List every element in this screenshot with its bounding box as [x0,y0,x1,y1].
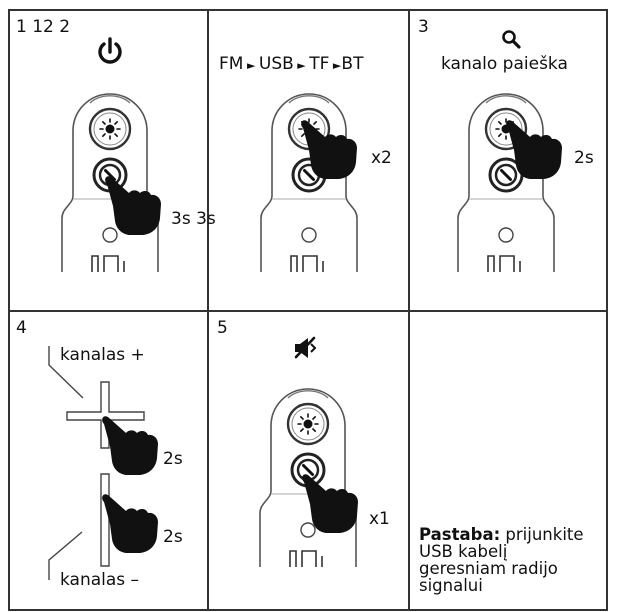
hand-press-icon [102,494,158,553]
leader-lines [48,346,84,580]
panel-2 [261,94,357,272]
panel-4-number: 4 [16,318,27,338]
panel-1-hold-time: 3s 3s [171,209,216,229]
panel-3-number: 3 [418,17,429,37]
search-icon [502,30,521,49]
channel-down-label: kanalas – [60,570,140,590]
usb-cable-note: Pastaba: prijunkite USB kabelį geresniam… [419,526,614,594]
panel-2-press-count: x2 [371,148,392,168]
panel-1 [62,37,161,272]
note-line-2: USB kabelį [419,542,508,561]
panel-grid [8,9,608,611]
note-line-4: signalui [419,576,483,595]
panel-1-number: 1 12 2 [16,17,71,37]
hand-press-icon [102,416,158,475]
mute-icon [294,336,317,359]
down-arrow [100,473,110,567]
panel-5-number: 5 [217,318,228,338]
up-arrow [66,381,145,449]
panel-4 [48,346,158,580]
channel-up-label: kanalas + [60,345,145,365]
panel-3 [458,30,562,273]
panel-5 [260,336,358,567]
panel-3-caption: kanalo paieška [441,54,568,74]
panel-5-press-count: x1 [369,509,390,529]
panel-2-mode-sequence: FM ► USB ► TF ►BT [219,54,364,74]
power-icon [98,37,122,64]
device-remote [261,94,357,272]
panel-4-hold-up: 2s [163,449,183,469]
panel-3-hold-time: 2s [574,148,594,168]
panel-4-hold-down: 2s [163,527,183,547]
note-line-1: prijunkite [500,525,584,544]
note-line-3: geresniam radijo [419,559,558,578]
device-remote [458,94,554,272]
note-title: Pastaba: [419,525,501,544]
